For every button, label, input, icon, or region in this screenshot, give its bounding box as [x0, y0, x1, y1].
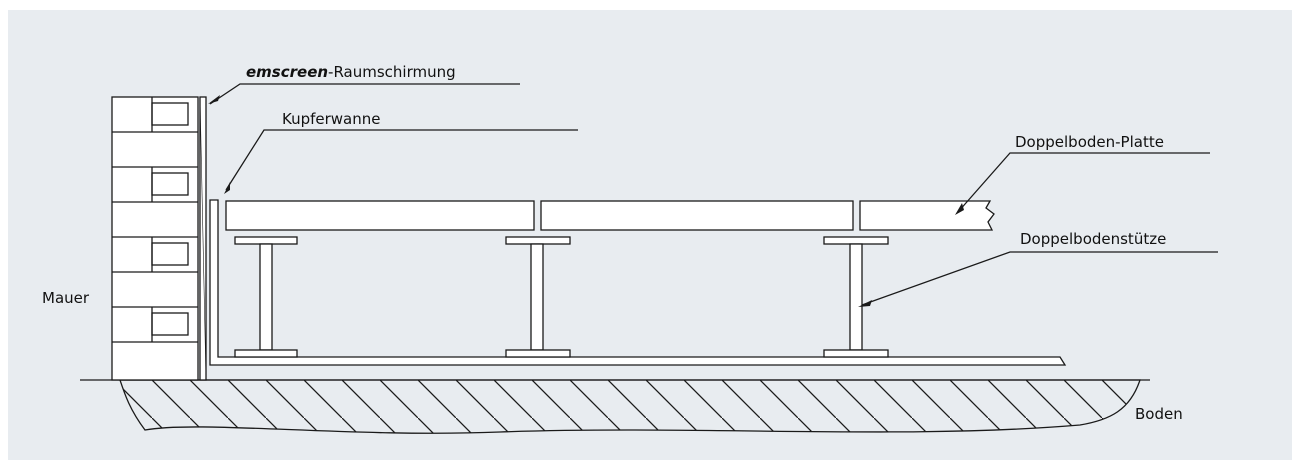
- ground-hatch: [119, 379, 1141, 434]
- wall-outline: [111, 96, 199, 381]
- ground: [80, 379, 1150, 434]
- brick-wall: [111, 96, 199, 381]
- pedestal: [505, 236, 571, 358]
- leader-stuetze: [861, 251, 1218, 306]
- brick: [151, 242, 189, 266]
- kupferwanne-tray: [209, 199, 1067, 366]
- brick: [151, 172, 189, 196]
- floor-plate: [225, 200, 535, 231]
- brick: [151, 312, 189, 336]
- label-raumschirmung: emscreen-Raumschirmung: [246, 63, 456, 81]
- pedestal: [823, 236, 889, 358]
- label-boden: Boden: [1135, 405, 1183, 423]
- pedestals: [234, 236, 889, 358]
- leader-kupferwanne: [225, 129, 578, 191]
- pedestal: [234, 236, 298, 358]
- floor-plate: [859, 200, 995, 231]
- floor-plates: [225, 200, 995, 231]
- leader-raumschirmung: [209, 83, 520, 105]
- bricks: [112, 97, 198, 343]
- leader-lines: [208, 83, 1218, 307]
- label-doppelbodenstuetze: Doppelbodenstütze: [1020, 230, 1166, 248]
- brick: [151, 102, 189, 126]
- leader-platte: [957, 152, 1210, 213]
- emscreen-hatch: [199, 96, 207, 381]
- label-kupferwanne: Kupferwanne: [282, 110, 381, 128]
- floor-plate: [540, 200, 854, 231]
- label-doppelboden-platte: Doppelboden-Platte: [1015, 133, 1164, 151]
- label-mauer: Mauer: [42, 289, 90, 307]
